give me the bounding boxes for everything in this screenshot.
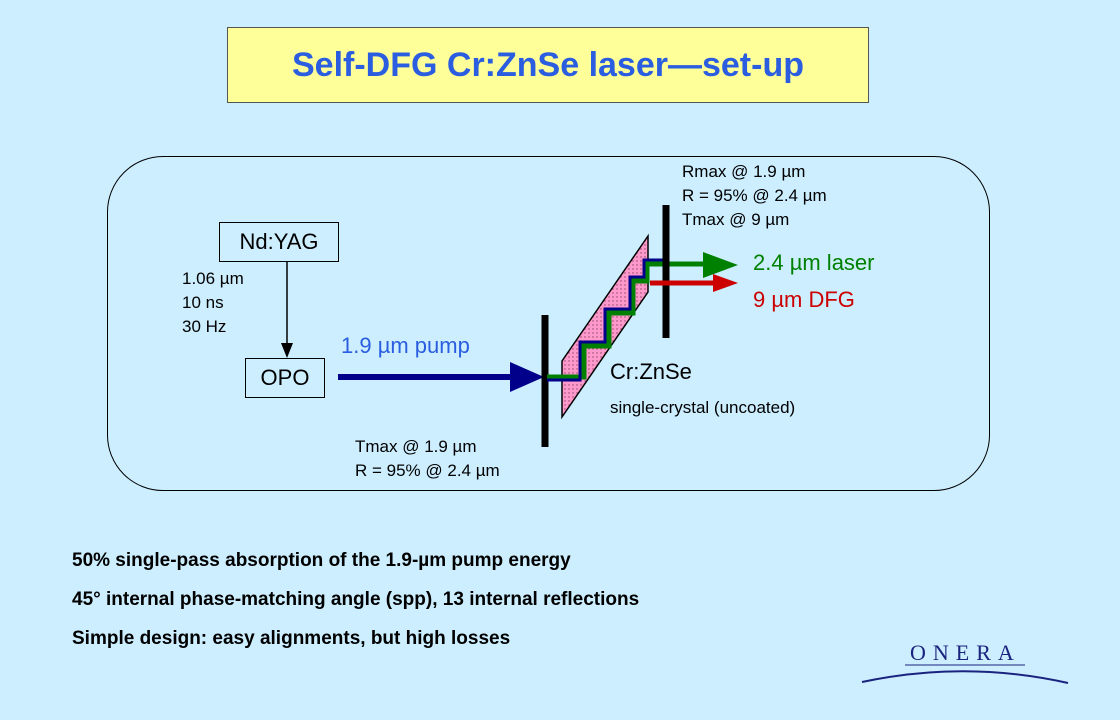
nd-yag-wavelength: 1.06 µm (182, 269, 244, 288)
crystal-label: Cr:ZnSe (610, 359, 692, 384)
title-box (227, 27, 869, 103)
output-mirror-spec-2: R = 95% @ 2.4 µm (682, 186, 827, 205)
pump-arrowhead (510, 362, 544, 392)
input-mirror-spec-2: R = 95% @ 2.4 µm (355, 461, 500, 480)
bullet-item: 45° internal phase-matching angle (spp),… (72, 589, 640, 610)
internal-beam-blue (547, 258, 668, 382)
output-mirror-spec-1: Rmax @ 1.9 µm (682, 162, 806, 181)
output-mirror-specs: Rmax @ 1.9 µm R = 95% @ 2.4 µm Tmax @ 9 … (682, 160, 827, 232)
input-mirror-spec-1: Tmax @ 1.9 µm (355, 437, 477, 456)
onera-logo: ONERA (910, 640, 1021, 665)
output-mirror-spec-3: Tmax @ 9 µm (682, 210, 790, 229)
opo-box: OPO (245, 358, 325, 398)
onera-swoosh (861, 670, 1069, 684)
dfg-arrowhead (713, 274, 738, 292)
dfg-output-label: 9 µm DFG (753, 287, 855, 312)
bullet-list: 50% single-pass absorption of the 1.9-µm… (72, 548, 639, 665)
nd-yag-rate: 30 Hz (182, 317, 227, 336)
bullet-item: Simple design: easy alignments, but high… (72, 628, 511, 649)
nd-yag-pulse: 10 ns (182, 293, 224, 312)
opo-label: OPO (260, 365, 310, 390)
input-mirror-specs: Tmax @ 1.9 µm R = 95% @ 2.4 µm (355, 435, 500, 483)
nd-yag-specs: 1.06 µm 10 ns 30 Hz (182, 267, 244, 339)
nd-yag-label: Nd:YAG (239, 229, 319, 254)
setup-frame (107, 156, 990, 491)
laser-output-arrowhead (703, 252, 738, 278)
nd-yag-to-opo-arrowhead (281, 343, 293, 358)
pump-label: 1.9 µm pump (341, 333, 470, 358)
nd-yag-box: Nd:YAG (219, 222, 339, 262)
bullet-item: 50% single-pass absorption of the 1.9-µm… (72, 550, 571, 571)
internal-beam-green (547, 261, 705, 380)
page-title: Self-DFG Cr:ZnSe laser—set-up (292, 45, 804, 84)
laser-output-label: 2.4 µm laser (753, 250, 875, 275)
crystal-sublabel: single-crystal (uncoated) (610, 398, 796, 417)
